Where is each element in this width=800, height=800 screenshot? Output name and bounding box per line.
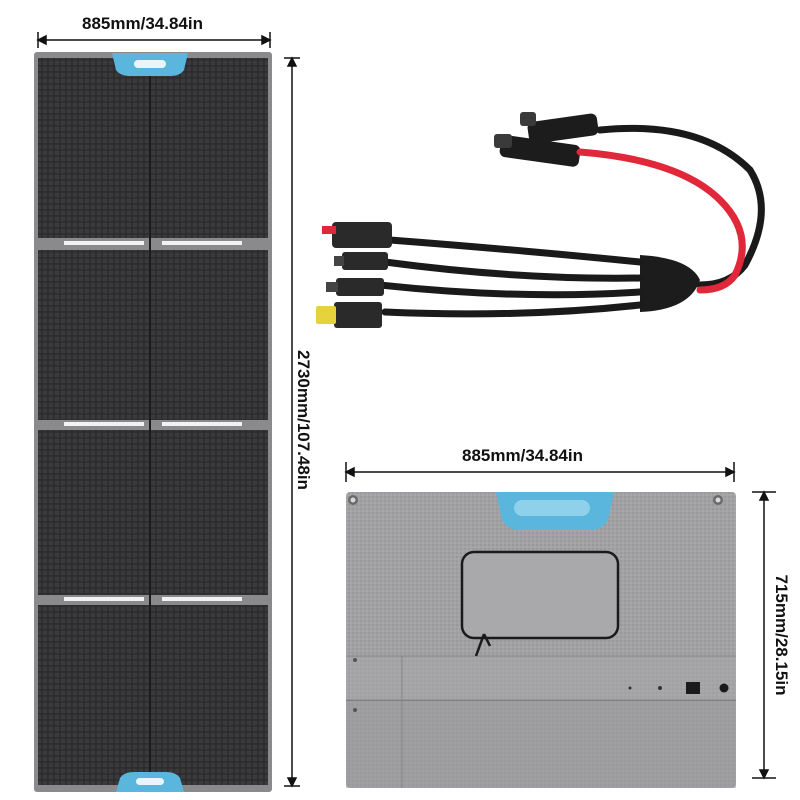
unfolded-height-dimension-line bbox=[284, 56, 300, 788]
accessory-pouch bbox=[460, 550, 620, 640]
unfolded-width-label: 885mm/34.84in bbox=[82, 14, 203, 33]
unfolded-solar-panel bbox=[34, 52, 272, 792]
folded-solar-panel bbox=[346, 492, 736, 788]
folded-width-dimension-line bbox=[344, 462, 736, 482]
cable-assembly bbox=[316, 112, 765, 328]
unfolded-width-dimension-line bbox=[36, 32, 272, 48]
folded-height-dimension-line bbox=[752, 490, 776, 780]
folded-width-label: 885mm/34.84in bbox=[462, 446, 583, 465]
